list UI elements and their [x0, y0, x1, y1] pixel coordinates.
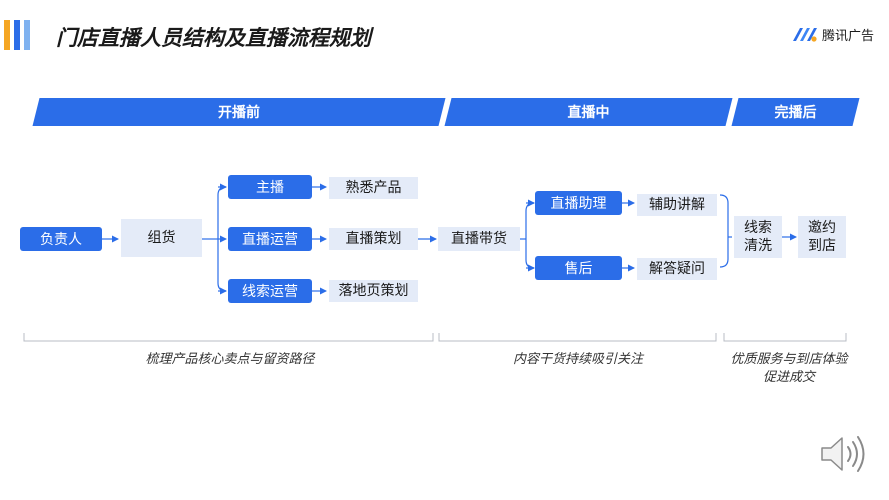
phase-banner-post-live: 完播后	[735, 98, 856, 126]
phase-label: 直播中	[567, 105, 610, 121]
node-answer-questions: 解答疑问	[637, 258, 717, 280]
brand-logo-icon	[793, 28, 817, 42]
phase-banner-live: 直播中	[448, 98, 729, 126]
node-lead-ops: 线索运营	[228, 279, 312, 303]
caption-live: 内容干货持续吸引关注	[512, 352, 643, 367]
node-assist-explain: 辅助讲解	[637, 194, 717, 216]
phase-label: 完播后	[774, 105, 817, 121]
caption-post-live: 优质服务与到店体验 促进成交	[730, 352, 848, 385]
phase-label: 开播前	[218, 105, 260, 121]
node-live-ops: 直播运营	[228, 227, 312, 251]
node-know-product: 熟悉产品	[329, 177, 418, 199]
node-assemble: 组货	[121, 219, 202, 257]
accent-bar-light-blue	[24, 20, 30, 50]
node-live-plan: 直播策划	[329, 228, 418, 250]
node-owner: 负责人	[20, 227, 102, 251]
node-lead-clean: 线索 清洗	[734, 216, 782, 258]
phase-banner-pre-live: 开播前	[36, 98, 442, 126]
brand: 腾讯广告	[792, 24, 874, 44]
bracket-merge	[719, 194, 729, 268]
caption-pre-live: 梳理产品核心卖点与留资路径	[145, 352, 315, 367]
accent-bar-orange	[4, 20, 10, 50]
speaker-icon[interactable]	[818, 432, 870, 476]
bracket-live-roles	[525, 202, 535, 269]
brand-name: 腾讯广告	[822, 28, 875, 44]
bottom-bracket-post-live	[723, 333, 847, 342]
page-title: 门店直播人员结构及直播流程规划	[56, 26, 371, 50]
node-host: 主播	[228, 175, 312, 199]
node-invite-store: 邀约 到店	[798, 216, 846, 258]
node-live-assistant: 直播助理	[535, 191, 622, 215]
node-invite-store-text: 邀约 到店	[808, 220, 836, 254]
node-lead-clean-text: 线索 清洗	[744, 220, 772, 254]
node-live-selling: 直播带货	[438, 227, 520, 251]
node-landing-plan: 落地页策划	[329, 280, 418, 302]
bottom-bracket-pre-live	[23, 333, 434, 342]
node-after-sales: 售后	[535, 256, 622, 280]
accent-bar-blue	[14, 20, 20, 50]
bottom-bracket-live	[438, 333, 717, 342]
